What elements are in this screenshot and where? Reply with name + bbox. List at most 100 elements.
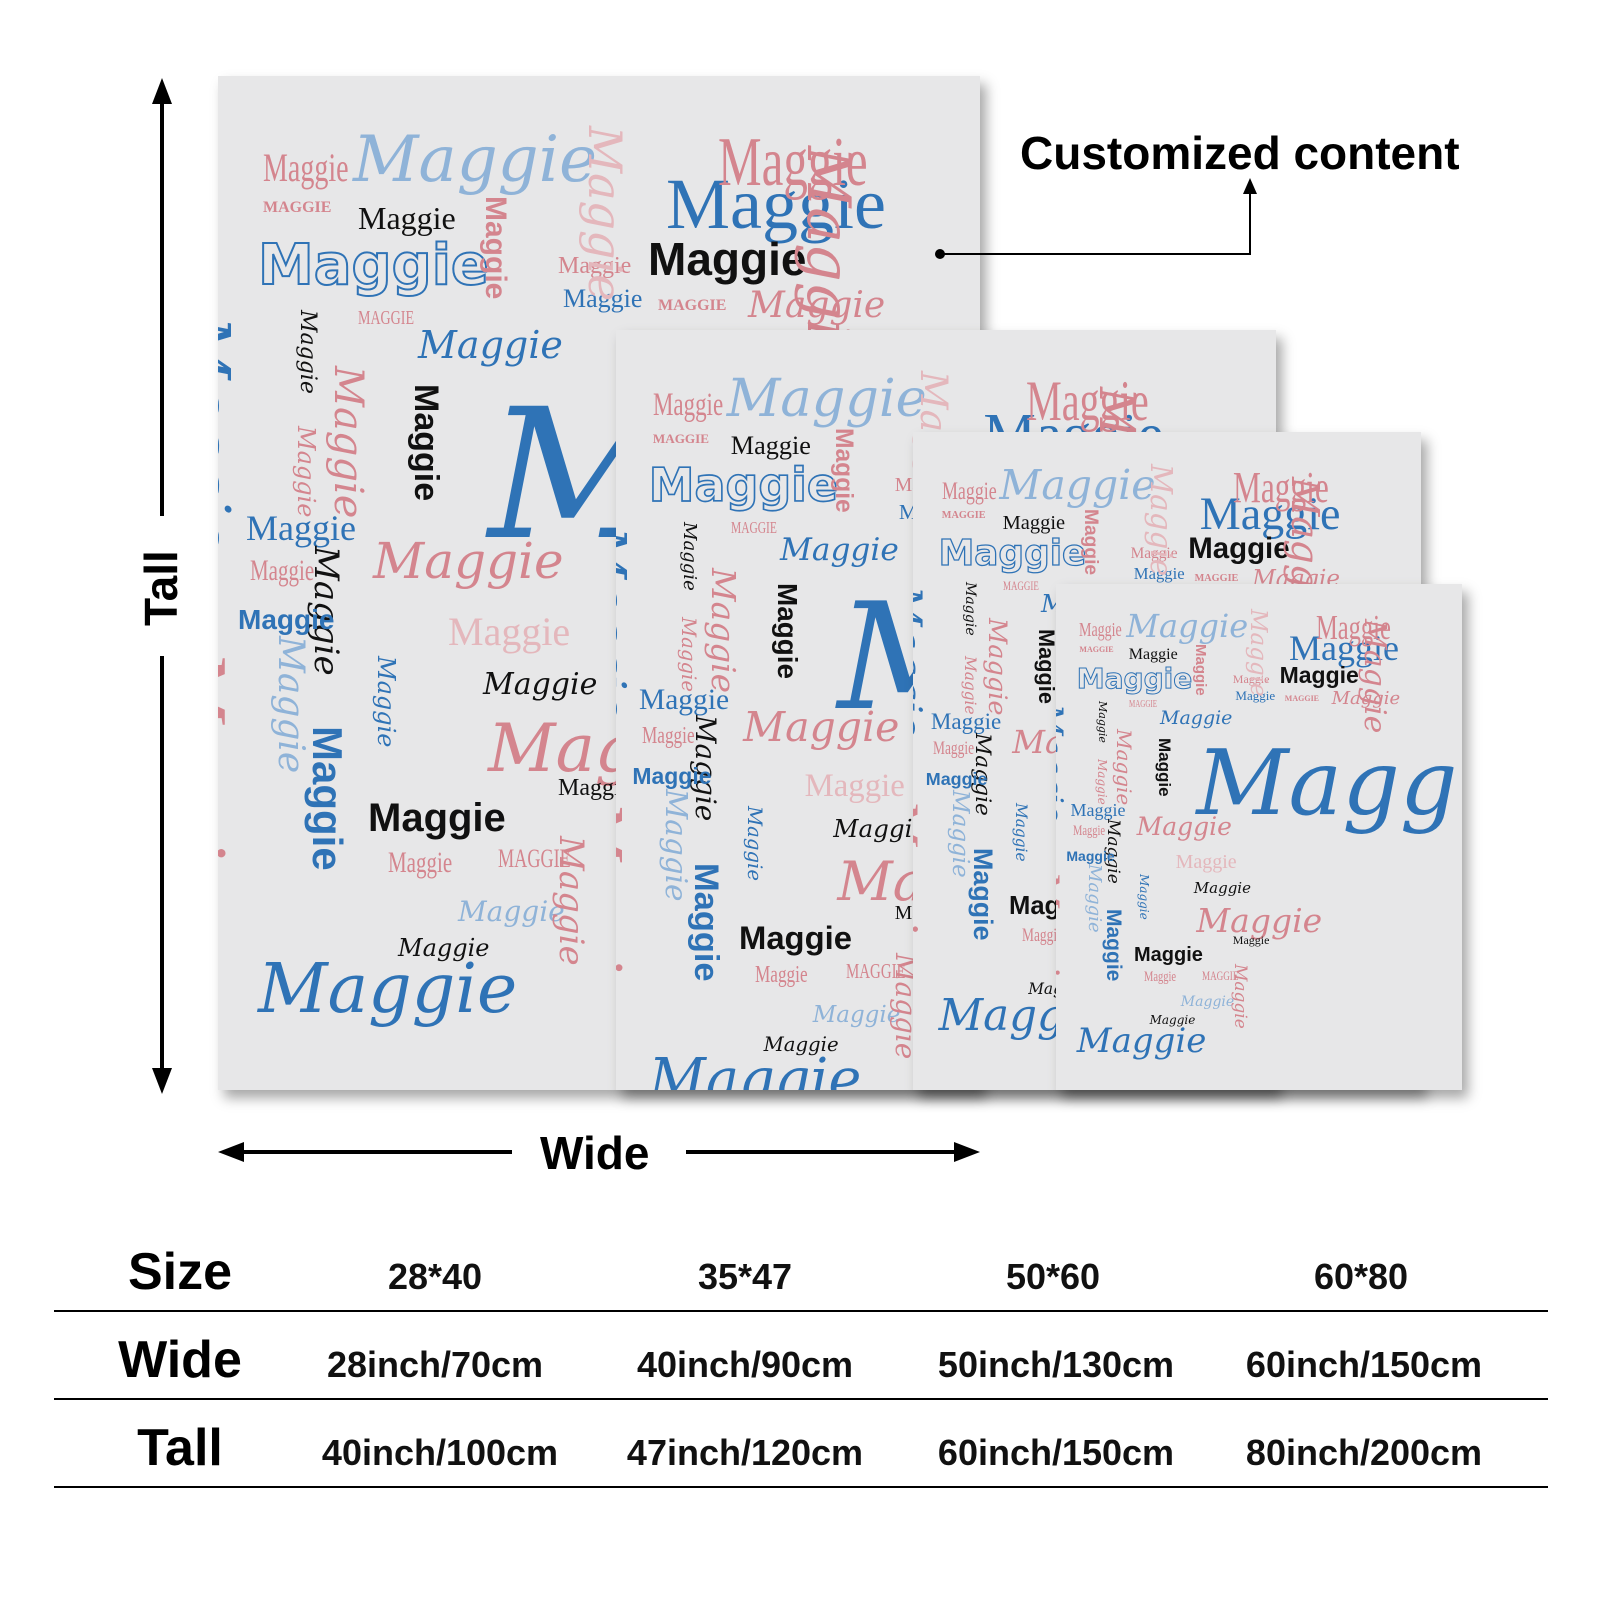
- blanket-name-word: Maggie: [1233, 462, 1329, 513]
- blanket-name-word: Maggie: [1128, 646, 1178, 663]
- blanket-name-word: Maggie: [1196, 731, 1462, 836]
- blanket-name-word: Maggie: [726, 367, 927, 429]
- blanket-name-word: Maggie: [325, 366, 371, 519]
- blanket-name-word: Maggie: [1072, 823, 1105, 839]
- blanket-name-word: MAGGIE: [941, 510, 986, 522]
- blanket-name-word: Maggie: [982, 617, 1012, 716]
- table-header-size: Size: [127, 1243, 233, 1301]
- blanket-name-word: Maggie: [999, 461, 1156, 510]
- blanket-name-word: Maggie: [1002, 511, 1066, 534]
- blanket-name-word: Maggie: [388, 846, 453, 879]
- blanket-name-word: Maggie: [743, 703, 900, 752]
- wide-arrow-icon: [218, 1142, 980, 1162]
- blanket-name-word: Maggie: [358, 200, 456, 236]
- blanket-name-word: Maggie: [1160, 707, 1233, 729]
- blanket-name-word: Maggie: [1191, 644, 1209, 696]
- blanket-name-word: Maggie: [742, 805, 766, 881]
- blanket-name-word: Maggie: [658, 789, 693, 902]
- table-cell: 40inch/90cm: [636, 1344, 854, 1385]
- blanket-name-word: MAGGIE: [730, 518, 777, 538]
- blanket-name-word: MAGGIE: [1194, 573, 1239, 585]
- blanket-name-word: Maggie: [677, 617, 700, 692]
- blanket-name-word: Maggie: [1199, 487, 1341, 539]
- blanket-name-word: Maggie: [962, 581, 978, 636]
- blanket-name-word: Maggie: [1101, 909, 1125, 982]
- blanket-name-word: Maggie: [1356, 619, 1392, 734]
- blanket-name-word: Maggie: [730, 431, 811, 461]
- blanket-name-word: Maggie: [1126, 607, 1249, 645]
- blanket-name-word: Maggie: [1230, 964, 1251, 1029]
- table-row-tall-label: Tall: [137, 1419, 223, 1477]
- blanket-name-word: Maggie: [968, 848, 999, 941]
- blanket-name-word: MAGGIE: [358, 307, 414, 329]
- blanket-name-word: Maggie: [1012, 803, 1031, 862]
- blanket-name-word: Maggie: [578, 126, 632, 302]
- blanket-name-word: Maggie: [748, 285, 886, 326]
- blanket-name-word: Maggie: [1144, 464, 1179, 577]
- blanket-name-word: Maggie: [1144, 969, 1177, 985]
- blanket-name-word: Maggie: [418, 323, 563, 367]
- blanket-name-word: Maggie: [558, 253, 632, 279]
- blanket-name-word: Maggie: [780, 532, 899, 568]
- table-cell: 40inch/100cm: [321, 1432, 559, 1473]
- blanket-name-word: Maggie: [218, 656, 242, 901]
- blanket-name-word: Maggie: [642, 721, 695, 749]
- blanket-name-word: Maggie: [1180, 994, 1235, 1010]
- blanket-name-word: Maggie: [930, 707, 1002, 734]
- blanket-name-word: Maggie: [353, 123, 597, 197]
- blanket-name-word: Maggie: [1034, 629, 1059, 705]
- blanket-name-word: Maggie: [295, 310, 320, 394]
- blanket-name-word: Maggie: [1056, 874, 1070, 997]
- blanket-name-word: Maggie: [368, 796, 506, 840]
- blanket-name-word: Maggie: [1079, 508, 1101, 575]
- blanket-name-word: Maggie: [704, 567, 742, 693]
- blanket-name-word: Maggie: [250, 554, 315, 587]
- table-cell: 60inch/150cm: [1245, 1344, 1483, 1385]
- blanket-name-word: Maggie: [679, 521, 700, 591]
- blanket-name-word: Maggie: [1133, 564, 1185, 584]
- table-header-50x60: 50*60: [1005, 1256, 1101, 1297]
- tall-axis-label: Tall: [135, 550, 187, 626]
- blanket-name-word: Maggie: [1235, 688, 1276, 703]
- blanket-name-word: Maggie: [1095, 759, 1109, 805]
- blanket-name-word: Maggie: [1076, 1021, 1207, 1061]
- blanket-name-word: Maggie: [1083, 864, 1105, 933]
- table-divider: [54, 1310, 1548, 1312]
- blanket-name-word: Maggie: [479, 196, 512, 300]
- blanket-name-word: Maggie: [1112, 729, 1136, 806]
- tall-arrow-icon: [152, 78, 172, 1094]
- blanket-name-word: Maggie: [933, 738, 975, 760]
- blanket-name-word: MAGGIE: [263, 199, 332, 216]
- blanket-name-word: MAGGIE: [1201, 968, 1238, 983]
- blanket-name-word: Maggie: [1130, 544, 1178, 562]
- blanket-name-word: Maggie: [551, 836, 591, 966]
- blanket-name-word: Maggie: [1155, 738, 1174, 797]
- blanket-name-word: Maggie: [373, 532, 564, 590]
- blanket-name-word: MAGGIE: [1079, 645, 1114, 654]
- blanket-name-word: Maggie: [771, 582, 803, 679]
- blanket-name-word: Maggie: [1288, 628, 1399, 668]
- blanket-name-word: Maggie: [652, 387, 724, 424]
- blanket-name-word: Maggie: [257, 233, 490, 298]
- blanket-name-word: Maggie: [448, 609, 571, 654]
- table-cell: 47inch/120cm: [626, 1432, 864, 1473]
- customized-content-label: Customized content: [1020, 127, 1460, 179]
- blanket-name-word: Maggie: [270, 636, 311, 774]
- table-header-35x47: 35*47: [697, 1256, 793, 1297]
- blanket-name-word: Maggie: [1196, 901, 1323, 940]
- blanket-name-word: Maggie: [938, 532, 1087, 574]
- blanket-name-word: Maggie: [1188, 532, 1290, 566]
- blanket-name-word: Maggie: [632, 762, 712, 789]
- wide-axis-label: Wide: [540, 1127, 650, 1179]
- blanket-name-word: Maggie: [913, 585, 930, 737]
- blanket-name-word: Maggie: [648, 1046, 862, 1090]
- blanket-name-word: Maggie: [1066, 848, 1115, 864]
- blanket-name-word: Maggie: [833, 814, 928, 844]
- blanket-name-word: Maggie: [1079, 619, 1123, 641]
- blanket-name-word: Maggie: [258, 950, 518, 1029]
- blanket-name-word: Maggie: [263, 145, 349, 190]
- blanket-name-word: Maggie: [292, 426, 320, 518]
- blanket-name-word: Maggie: [763, 1033, 839, 1057]
- blanket-name-word: Maggie: [1245, 609, 1272, 697]
